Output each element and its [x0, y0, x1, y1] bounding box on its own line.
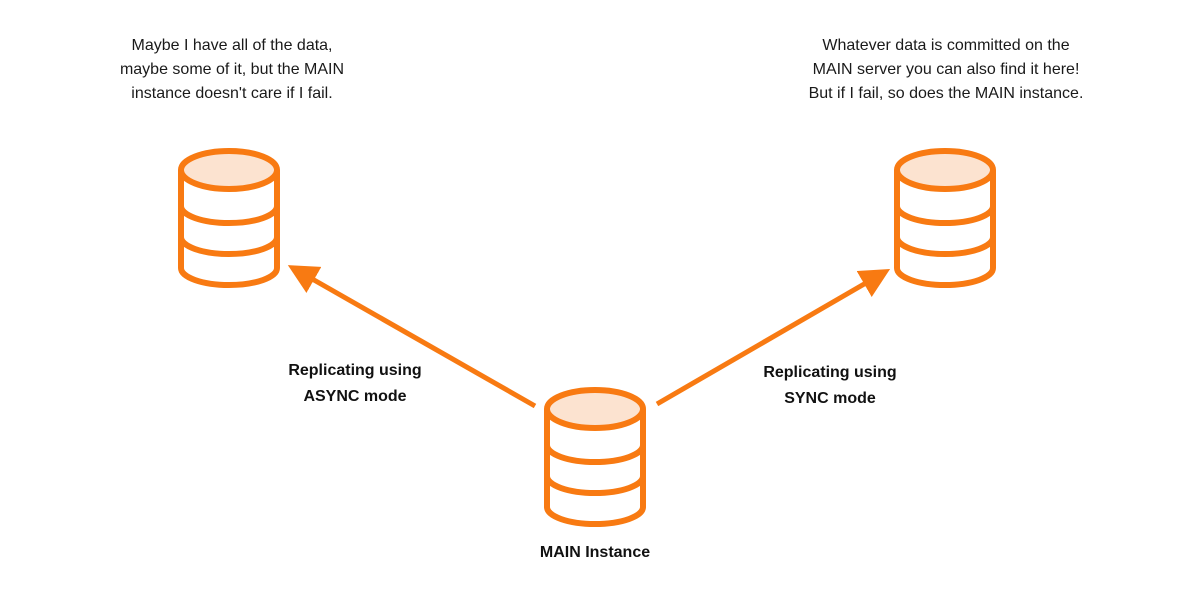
note-line: Maybe I have all of the data, — [131, 37, 333, 54]
label-line: Replicating using — [763, 364, 897, 381]
database-icon — [894, 148, 996, 288]
note-line: maybe some of it, but the MAIN — [119, 61, 345, 78]
async-edge-label: Replicating using ASYNC mode — [255, 358, 455, 410]
label-line: SYNC mode — [784, 390, 876, 407]
sync-edge-label: Replicating using SYNC mode — [730, 360, 930, 412]
database-icon — [178, 148, 280, 288]
database-icon — [544, 387, 646, 527]
async-replica-note: Maybe I have all of the data, maybe some… — [82, 34, 382, 106]
edge-async-arrow — [287, 265, 537, 409]
main-instance-label: MAIN Instance — [495, 540, 695, 566]
label-line: ASYNC mode — [303, 388, 407, 405]
sync-replica-note: Whatever data is committed on the MAIN s… — [766, 34, 1126, 106]
main-instance-label-text: MAIN Instance — [539, 544, 651, 561]
note-line: instance doesn't care if I fail. — [131, 85, 333, 102]
note-line: Whatever data is committed on the — [822, 37, 1070, 54]
note-line: But if I fail, so does the MAIN instance… — [808, 85, 1084, 102]
label-line: Replicating using — [288, 362, 422, 379]
edge-sync-arrow — [655, 268, 891, 407]
note-line: MAIN server you can also find it here! — [812, 61, 1080, 78]
